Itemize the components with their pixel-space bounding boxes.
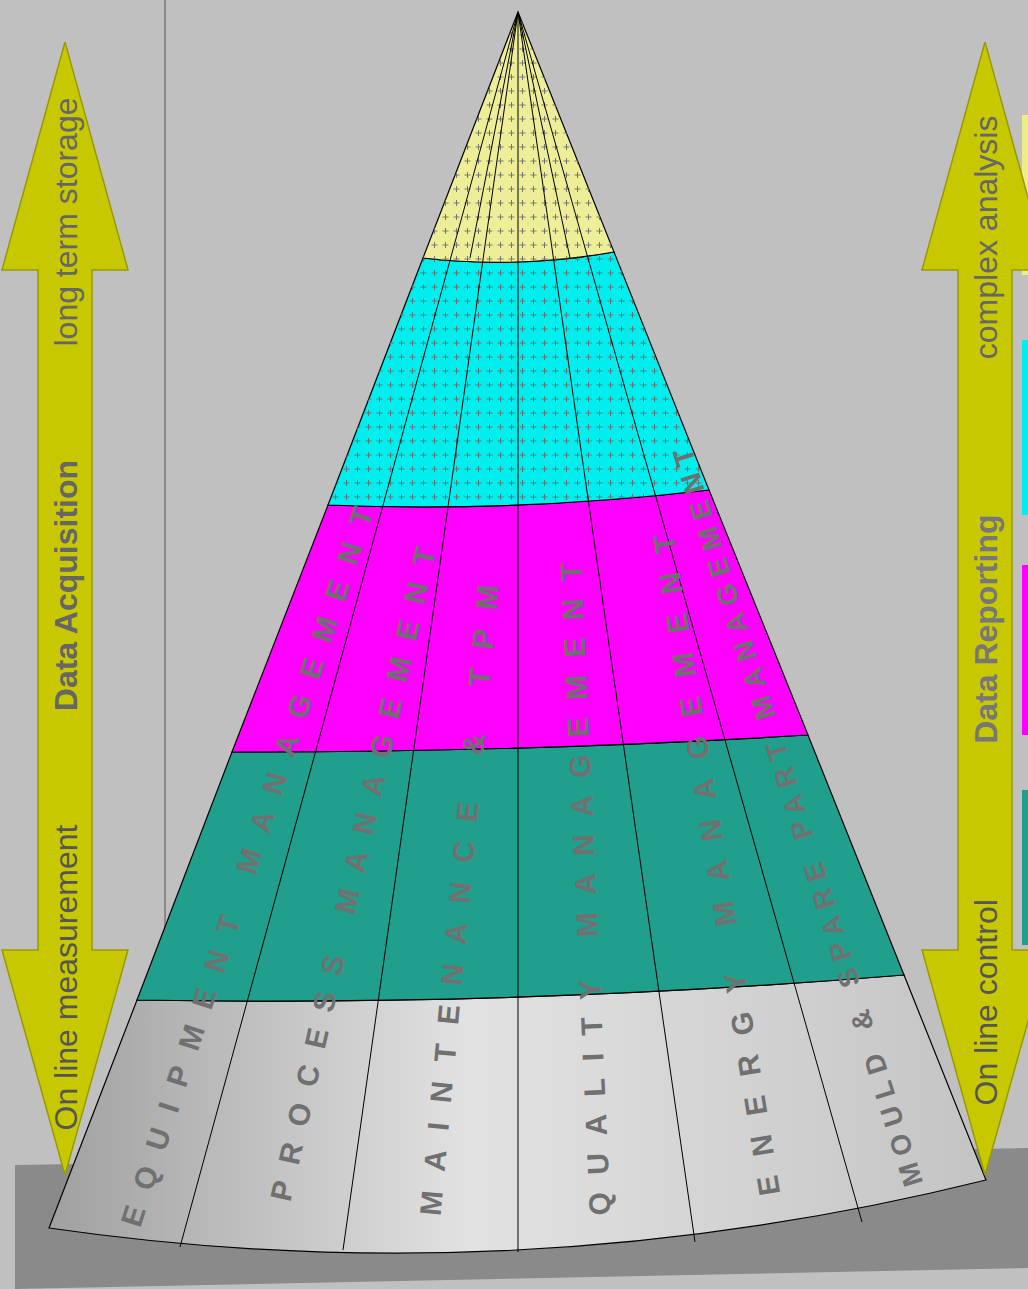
side-strip bbox=[1022, 790, 1028, 945]
arrow-text-row: On line control Data Reporting complex ana… bbox=[960, 42, 1010, 1175]
side-strip bbox=[1022, 565, 1028, 735]
arrow-text: On line measurement bbox=[49, 824, 81, 1130]
arrow-text: On line control bbox=[969, 899, 1001, 1105]
arrow-text: Data Reporting bbox=[969, 514, 1001, 743]
arrow-text: long term storage bbox=[49, 97, 81, 346]
double-arrow: On line control Data Reporting complex ana… bbox=[920, 42, 1028, 1175]
arrow-text-row: On line measurement Data Acquisition long … bbox=[40, 42, 90, 1175]
arrow-text: Data Acquisition bbox=[49, 459, 81, 710]
sector-lines bbox=[180, 12, 862, 1252]
arrow-text: complex analysis bbox=[969, 115, 1001, 359]
double-arrow: On line measurement Data Acquisition long … bbox=[0, 42, 130, 1175]
side-strip bbox=[1022, 340, 1028, 515]
